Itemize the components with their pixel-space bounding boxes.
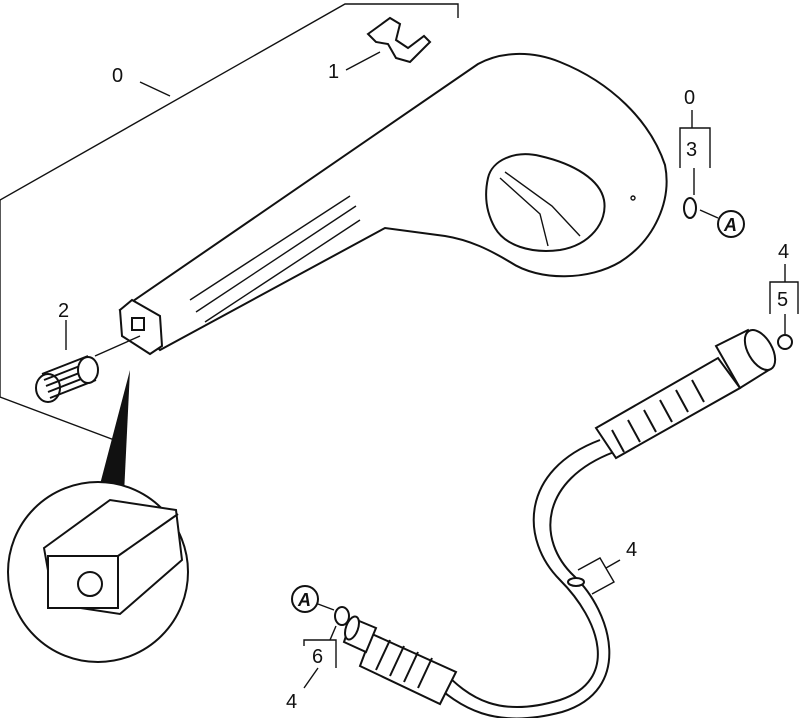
label-hose-mid-number: 4 <box>626 539 637 561</box>
hose-left-callout-badge: A <box>291 585 319 613</box>
label-hose-left-seal-number: 6 <box>312 646 323 668</box>
hose-left-o-ring <box>334 606 350 626</box>
high-pressure-hose <box>342 328 777 720</box>
clip-part: 1 <box>328 16 432 83</box>
detail-pointer <box>98 370 130 494</box>
hose-right-o-ring <box>777 334 793 350</box>
gun-o-ring <box>683 197 697 219</box>
label-gun-seal-group-number: 0 <box>684 87 695 109</box>
label-gun-seal-number: 3 <box>686 139 697 161</box>
spring-part: 2 <box>35 300 141 403</box>
hose-right-fitting <box>594 328 777 460</box>
label-spring-number: 2 <box>58 300 69 322</box>
gun-callout-letter: A <box>723 215 737 235</box>
gun-housing <box>118 53 668 356</box>
hose-callout-letter: A <box>297 590 311 610</box>
gun-seal-group: 0 3 <box>679 87 719 219</box>
hose-mid-label: 4 <box>577 539 637 595</box>
label-hose-right-seal-number: 5 <box>777 289 788 311</box>
hose-left-fitting <box>342 615 458 706</box>
hose-left-seal-group: 6 4 <box>286 603 350 713</box>
hose-right-seal-group: 4 5 <box>769 241 799 350</box>
label-hose-left-group-number: 4 <box>286 691 297 713</box>
gun-callout-badge: A <box>717 210 745 238</box>
label-housing-number: 0 <box>112 65 123 87</box>
label-hose-right-group-number: 4 <box>778 241 789 263</box>
label-clip-number: 1 <box>328 61 339 83</box>
detail-magnifier <box>7 481 189 663</box>
label-housing-group: 0 <box>112 65 171 97</box>
